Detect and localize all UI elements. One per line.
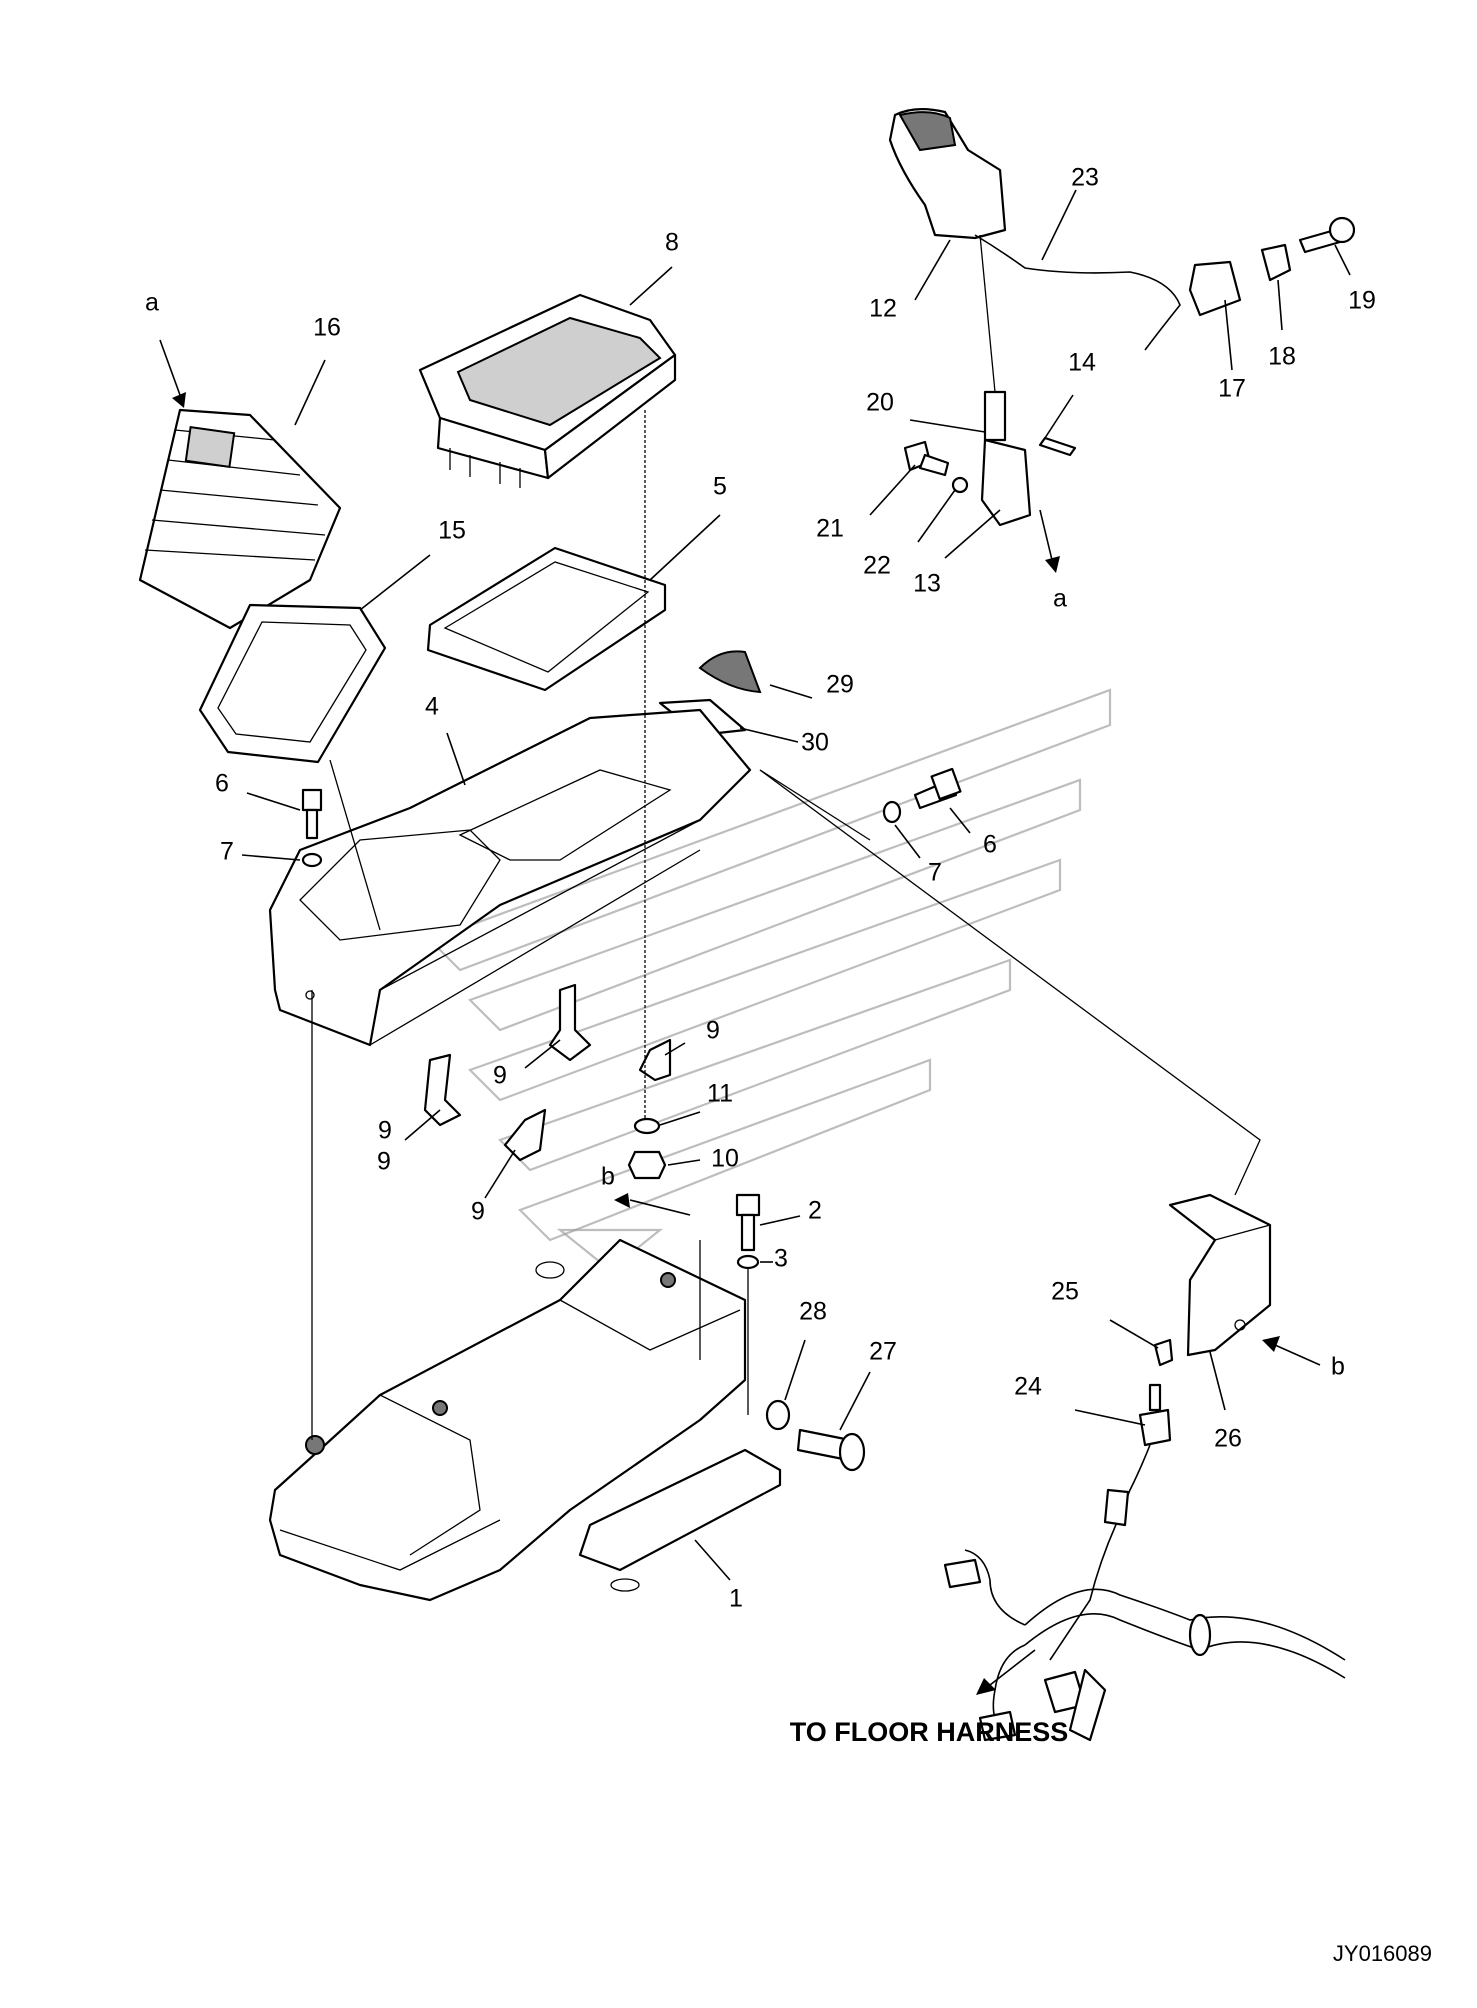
label-9-b: 9 [706,1017,720,1045]
label-12: 12 [869,295,897,323]
floor-harness-note: TO FLOOR HARNESS [790,1717,1069,1747]
part-washer-3 [736,1254,760,1270]
label-25: 25 [1051,1278,1079,1306]
label-7-left: 7 [220,838,234,866]
leader-lines [241,189,1351,1581]
part-bolt-6-right [913,767,962,810]
view-arrows [159,339,1321,1695]
part-25 [1153,1338,1174,1367]
label-9-e: 9 [378,1117,392,1145]
label-5: 5 [713,473,727,501]
label-30: 30 [801,729,829,757]
label-11: 11 [707,1080,733,1108]
label-23: 23 [1071,164,1099,192]
label-9-a: 9 [493,1062,507,1090]
label-20: 20 [866,389,894,417]
label-28: 28 [799,1298,827,1326]
part-washer-11 [633,1117,661,1135]
part-harness [943,1444,1346,1742]
label-22: 22 [863,552,891,580]
part-frame-5 [426,546,667,692]
label-10: 10 [711,1145,739,1173]
label-19: 19 [1348,287,1376,315]
part-lever-joint [903,390,1077,527]
label-9-d: 9 [471,1198,485,1226]
label-13: 13 [913,570,941,598]
view-marker-b-right: b [1331,1353,1345,1381]
label-15: 15 [438,517,466,545]
part-frame-15 [198,603,387,764]
view-markers: a a b b [145,289,1345,1381]
label-17: 17 [1218,375,1246,403]
label-16: 16 [313,314,341,342]
part-washer-7-right [882,800,902,824]
label-29: 29 [826,671,854,699]
part-console-base [268,1238,782,1602]
part-switch-24 [1138,1383,1172,1447]
part-washer-7-left [301,852,323,868]
part-bracket-26 [1168,1193,1272,1357]
view-marker-b-left: b [601,1163,615,1191]
label-18: 18 [1268,343,1296,371]
part-console-cover [268,708,752,1047]
part-labels: 1 2 3 4 5 6 6 7 7 8 9 9 9 9 9 10 11 12 1… [215,164,1376,1613]
part-bolt-6-left [301,788,323,840]
label-8: 8 [665,229,679,257]
part-bolt-27 [796,1428,866,1472]
center-lines [311,234,1261,1440]
label-9-c: 9 [377,1148,391,1176]
label-21: 21 [816,515,844,543]
label-26: 26 [1214,1425,1242,1453]
part-washer-28 [765,1399,791,1431]
part-boot [138,408,342,630]
part-nut-10 [627,1150,667,1180]
drawing-code: JY016089 [1333,1941,1432,1966]
label-1: 1 [729,1585,743,1613]
label-2: 2 [808,1197,822,1225]
part-screw-19 [1298,216,1356,254]
part-29 [698,650,762,694]
view-marker-a-top: a [145,289,159,317]
part-monitor [418,293,677,488]
label-7-right: 7 [928,859,942,887]
label-6-right: 6 [983,831,997,859]
label-6-left: 6 [215,770,229,798]
part-grip [888,108,1292,351]
label-3: 3 [774,1245,788,1273]
part-clips-9 [423,983,672,1162]
label-4: 4 [425,693,439,721]
label-27: 27 [869,1338,897,1366]
view-marker-a-bottom: a [1053,585,1067,613]
part-bolt-2 [735,1193,761,1252]
label-14: 14 [1068,349,1096,377]
label-24: 24 [1014,1373,1042,1401]
